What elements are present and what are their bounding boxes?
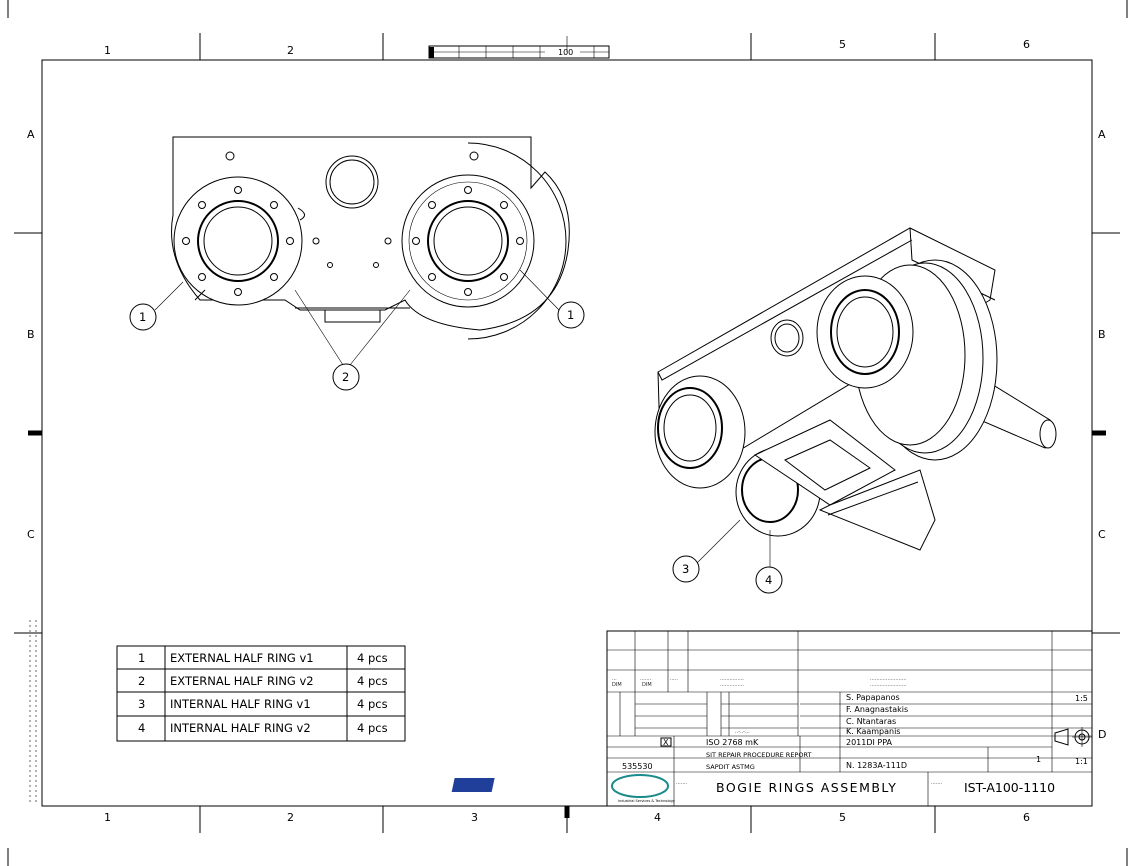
svg-text:EXTERNAL HALF RING v2: EXTERNAL HALF RING v2: [170, 674, 314, 688]
svg-text:Industrial Services & Technolo: Industrial Services & Technology: [618, 799, 675, 803]
svg-text:.......: .......: [931, 780, 943, 786]
reference-number: N. 1283A-111D: [846, 761, 907, 770]
parts-list-table: 1 EXTERNAL HALF RING v1 4 pcs 2 EXTERNAL HA…: [116, 645, 406, 742]
callout-3: 3: [672, 555, 700, 583]
svg-text:INTERNAL HALF RING v2: INTERNAL HALF RING v2: [170, 721, 311, 735]
checked-by: F. Anagnastakis: [846, 705, 908, 714]
svg-text:1: 1: [1036, 755, 1041, 764]
scale: 1:5: [1075, 694, 1088, 703]
drawing-title: BOGIE RINGS ASSEMBLY: [716, 780, 897, 795]
svg-text:2: 2: [287, 811, 294, 824]
svg-text:...: ...: [612, 676, 617, 682]
svg-text:.......................: .......................: [870, 682, 907, 688]
company-logo: IST Industrial Services & Technology: [451, 774, 675, 803]
report-type: SIT REPAIR PROCEDURE REPORT: [706, 751, 812, 759]
svg-text:EXTERNAL HALF RING v1: EXTERNAL HALF RING v1: [170, 651, 314, 665]
svg-text:...............: ...............: [720, 676, 744, 682]
table-row: 4 INTERNAL HALF RING v2 4 pcs: [138, 721, 388, 735]
drawn-by: S. Papapanos: [846, 693, 900, 702]
released-by: K. Kaampanis: [846, 727, 900, 736]
svg-text:B: B: [1098, 328, 1106, 341]
svg-text:.......: .......: [640, 676, 652, 682]
svg-text:X: X: [663, 738, 669, 747]
table-row: 2 EXTERNAL HALF RING v2 4 pcs: [138, 674, 388, 688]
svg-text:1: 1: [138, 651, 145, 665]
front-view: [171, 136, 570, 339]
svg-text:2: 2: [342, 370, 349, 384]
svg-text:4 pcs: 4 pcs: [357, 721, 388, 735]
drawing-number: IST-A100-1110: [964, 780, 1055, 795]
table-row: 3 INTERNAL HALF RING v1 4 pcs: [138, 697, 388, 711]
svg-text:B: B: [27, 328, 35, 341]
svg-text:6: 6: [1023, 38, 1030, 51]
callout-4: 4: [755, 566, 783, 594]
svg-text:4 pcs: 4 pcs: [357, 674, 388, 688]
callout-balloons: 1 1 2 3 4: [129, 269, 783, 594]
svg-text:2: 2: [287, 44, 294, 57]
svg-text:100: 100: [558, 48, 573, 57]
svg-text:6: 6: [1023, 811, 1030, 824]
svg-text:.......: .......: [676, 780, 688, 786]
svg-text:C: C: [27, 528, 35, 541]
table-row: 1 EXTERNAL HALF RING v1 4 pcs: [138, 651, 388, 665]
svg-text:..-..-...: ..-..-...: [735, 729, 750, 735]
svg-text:4: 4: [654, 811, 661, 824]
material-spec: 2011DI PPA: [846, 738, 893, 747]
tolerance-standard: ISO 2768 mK: [706, 738, 759, 747]
svg-text:IST: IST: [625, 780, 646, 793]
svg-text:1: 1: [104, 44, 111, 57]
svg-text:A: A: [27, 128, 35, 141]
svg-text:1: 1: [139, 310, 146, 324]
svg-text:2: 2: [138, 674, 145, 688]
svg-text:5: 5: [839, 811, 846, 824]
callout-1a: 1: [129, 303, 157, 331]
isometric-view: [654, 227, 1057, 551]
svg-text:A: A: [1098, 128, 1106, 141]
svg-text:4: 4: [765, 573, 772, 587]
zone-labels: 1 2 5 6 1 2 3 4 5 6 A B C A B C D: [27, 38, 1106, 824]
svg-text:4: 4: [138, 721, 145, 735]
svg-text:3: 3: [471, 811, 478, 824]
customer: SAPDIT ASTMG: [706, 763, 755, 771]
svg-text:4 pcs: 4 pcs: [357, 651, 388, 665]
svg-text:.....: .....: [670, 676, 678, 682]
trim-marks: [7, 0, 1128, 866]
svg-text:C: C: [1098, 528, 1106, 541]
sheet: 1:1: [1075, 757, 1088, 766]
svg-text:DIM: DIM: [642, 682, 652, 688]
svg-text:INTERNAL HALF RING v1: INTERNAL HALF RING v1: [170, 697, 311, 711]
svg-text:.......................: .......................: [870, 676, 907, 682]
callout-2: 2: [332, 363, 360, 391]
order-number: 535530: [622, 762, 653, 771]
svg-text:D: D: [1098, 728, 1106, 741]
svg-text:1: 1: [104, 811, 111, 824]
svg-text:4 pcs: 4 pcs: [357, 697, 388, 711]
svg-text:3: 3: [682, 562, 689, 576]
svg-text:1: 1: [567, 308, 574, 322]
svg-text:5: 5: [839, 38, 846, 51]
scale-bar: 100: [428, 36, 610, 59]
zone-ticks: [14, 33, 1120, 833]
svg-text:3: 3: [138, 697, 145, 711]
svg-text:...............: ...............: [720, 682, 744, 688]
title-block: X ...DIM .......DIM ..... ..............…: [451, 630, 1093, 807]
callout-1b: 1: [557, 301, 585, 329]
approved-by: C. Ntantaras: [846, 717, 896, 726]
projection-symbol-icon: [1054, 727, 1092, 747]
svg-text:DIM: DIM: [612, 682, 622, 688]
margin-ruler: [29, 620, 37, 805]
